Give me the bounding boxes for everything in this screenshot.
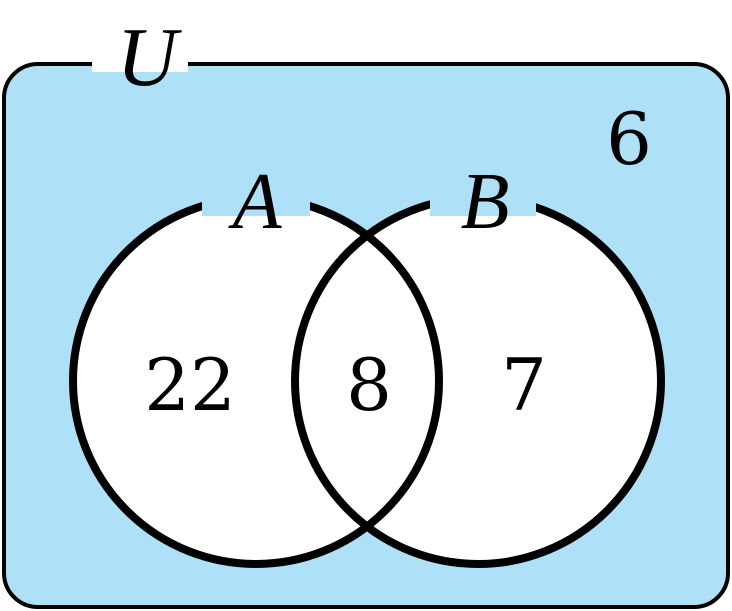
sets-fill (73, 198, 661, 564)
set-a-label-gap (202, 190, 310, 216)
set-a-label: A (228, 158, 283, 246)
set-b-label: B (461, 158, 510, 246)
universe-label: U (117, 11, 183, 104)
a-and-b-count: 8 (346, 343, 392, 427)
only-b-count: 7 (501, 343, 547, 427)
outside-count: 6 (606, 97, 652, 181)
universe-label-gap (92, 56, 188, 72)
only-a-count: 22 (144, 343, 236, 427)
set-b-label-gap (430, 190, 536, 216)
